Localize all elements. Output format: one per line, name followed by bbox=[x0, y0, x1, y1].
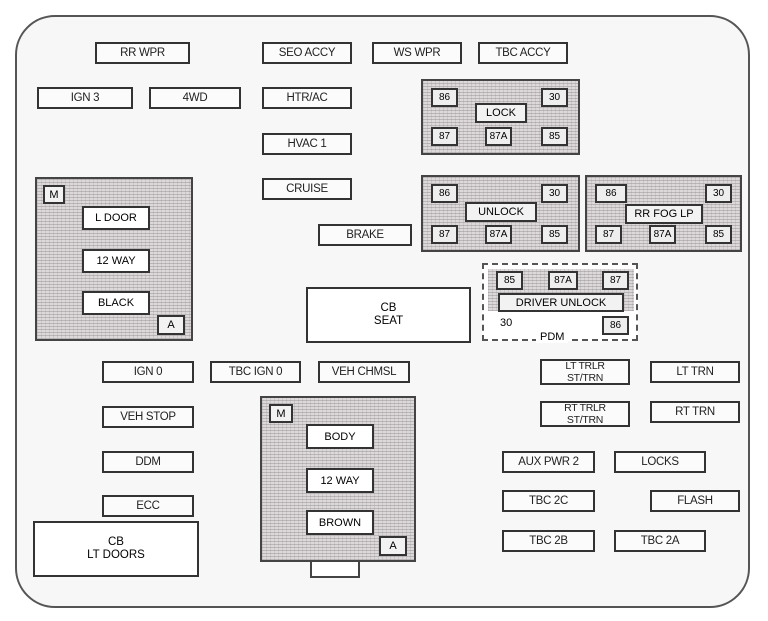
fuse-seo-accy: SEO ACCY bbox=[262, 42, 352, 64]
relay-pin: 30 bbox=[705, 184, 732, 203]
relay-pin: 85 bbox=[496, 271, 523, 290]
relay-pin: 30 bbox=[541, 184, 568, 203]
relay-pin: 30 bbox=[500, 317, 513, 329]
relay-pin: 85 bbox=[705, 225, 732, 244]
pdm-group: 85 87A 87 DRIVER UNLOCK 30 86 PDM bbox=[482, 263, 638, 343]
relay-pin: 87 bbox=[595, 225, 622, 244]
relay-label: LOCK bbox=[475, 103, 527, 123]
relay-pin: 86 bbox=[595, 184, 627, 203]
fuse-ecc: ECC bbox=[102, 495, 194, 517]
fuse-flash: FLASH bbox=[650, 490, 740, 512]
fuse-tbc-accy: TBC ACCY bbox=[478, 42, 568, 64]
fuse-ws-wpr: WS WPR bbox=[372, 42, 462, 64]
pdm-label: PDM bbox=[536, 331, 569, 343]
relay-pin: 87A bbox=[485, 225, 512, 244]
fuse-tbc-2c: TBC 2C bbox=[502, 490, 595, 512]
connector-m-marker: M bbox=[43, 185, 65, 204]
connector-label: BROWN bbox=[306, 510, 374, 535]
breaker-cb-lt-doors: CB LT DOORS bbox=[33, 521, 199, 577]
fuse-lt-trlr-st-trn: LT TRLR ST/TRN bbox=[540, 359, 630, 385]
fuse-brake: BRAKE bbox=[318, 224, 412, 246]
relay-pin: 87A bbox=[649, 225, 676, 244]
relay-pin: 87 bbox=[602, 271, 629, 290]
relay-rr-fog-lp: 86 30 RR FOG LP 87 87A 85 bbox=[585, 175, 742, 252]
fuse-hvac1: HVAC 1 bbox=[262, 133, 352, 155]
fuse-cruise: CRUISE bbox=[262, 178, 352, 200]
connector-a-marker: A bbox=[157, 315, 185, 335]
relay-label: UNLOCK bbox=[465, 202, 537, 222]
relay-pin: 30 bbox=[541, 88, 568, 107]
connector-left: M L DOOR 12 WAY BLACK A bbox=[35, 177, 193, 341]
fuse-tbc-2b: TBC 2B bbox=[502, 530, 595, 552]
fuse-4wd: 4WD bbox=[149, 87, 241, 109]
relay-label: RR FOG LP bbox=[625, 204, 703, 224]
connector-label: L DOOR bbox=[82, 206, 150, 230]
fuse-ign0: IGN 0 bbox=[102, 361, 194, 383]
connector-bottom: M BODY 12 WAY BROWN A bbox=[260, 396, 416, 562]
relay-pin: 86 bbox=[431, 184, 458, 203]
relay-pin: 86 bbox=[431, 88, 458, 107]
relay-label: DRIVER UNLOCK bbox=[498, 293, 624, 312]
fuse-ign3: IGN 3 bbox=[37, 87, 133, 109]
fuse-tbc-ign0: TBC IGN 0 bbox=[210, 361, 301, 383]
fuse-ddm: DDM bbox=[102, 451, 194, 473]
fuse-veh-stop: VEH STOP bbox=[102, 406, 194, 428]
relay-unlock: 86 30 UNLOCK 87 87A 85 bbox=[421, 175, 580, 252]
fuse-veh-chmsl: VEH CHMSL bbox=[318, 361, 410, 383]
relay-pin: 85 bbox=[541, 225, 568, 244]
connector-label: BLACK bbox=[82, 291, 150, 315]
connector-m-marker: M bbox=[269, 404, 293, 423]
relay-pin: 87A bbox=[485, 127, 512, 146]
fuse-rr-wpr: RR WPR bbox=[95, 42, 190, 64]
fuse-lt-trn: LT TRN bbox=[650, 361, 740, 383]
relay-lock: 86 30 LOCK 87 87A 85 bbox=[421, 79, 580, 155]
fuse-rt-trlr-st-trn: RT TRLR ST/TRN bbox=[540, 401, 630, 427]
connector-label: BODY bbox=[306, 424, 374, 449]
relay-pin: 87A bbox=[548, 271, 578, 290]
connector-label: 12 WAY bbox=[82, 249, 150, 273]
fuse-rt-trn: RT TRN bbox=[650, 401, 740, 423]
fuse-locks: LOCKS bbox=[614, 451, 706, 473]
fuse-htr-ac: HTR/AC bbox=[262, 87, 352, 109]
relay-pin: 86 bbox=[602, 316, 629, 335]
relay-pin: 85 bbox=[541, 127, 568, 146]
fuse-tbc-2a: TBC 2A bbox=[614, 530, 706, 552]
connector-label: 12 WAY bbox=[306, 468, 374, 493]
connector-a-marker: A bbox=[379, 536, 407, 556]
fuse-aux-pwr2: AUX PWR 2 bbox=[502, 451, 595, 473]
relay-pin: 87 bbox=[431, 127, 458, 146]
breaker-cb-seat: CB SEAT bbox=[306, 287, 471, 343]
relay-pin: 87 bbox=[431, 225, 458, 244]
